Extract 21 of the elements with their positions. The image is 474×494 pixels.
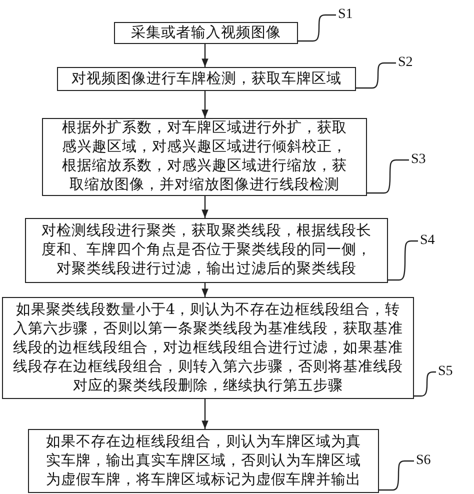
leader-line xyxy=(298,14,336,42)
process-box: 采集或者输入视频图像 xyxy=(114,22,298,44)
leader-line xyxy=(379,460,414,491)
step-label: S1 xyxy=(338,7,353,23)
arrow xyxy=(202,196,208,218)
leader-line xyxy=(367,159,409,194)
process-box: 如果聚类线段数量小于4，则认为不存在边框线段组合，转入第六步骤，否则以第一条聚类线段为基准线段，获取基准线段的边框线段组合，对边框线段组合进行过滤，如果基准线段存在边框线段组合，则转入第六步骤，否则将基准线段对应的聚类线段删除，继续执行第五步骤 xyxy=(2,297,414,399)
arrow xyxy=(202,44,208,67)
step-label: S5 xyxy=(438,364,453,380)
arrow xyxy=(202,283,208,297)
process-box: 对检测线段进行聚类，获取聚类线段，根据线段长度和、车牌四个角点是否位于聚类线段的同一侧，对聚类线段进行过滤，输出过滤后的聚类线段 xyxy=(25,218,388,283)
step-label: S6 xyxy=(416,453,431,469)
process-box: 如果不存在边框线段组合，则认为车牌区域为真实车牌，输出真实车牌区域，否则认为车牌区域为虚假车牌，将车牌区域标记为虚假车牌并输出 xyxy=(28,429,379,493)
arrow xyxy=(202,399,208,429)
arrow xyxy=(202,91,208,118)
leader-line xyxy=(356,62,396,89)
step-label: S3 xyxy=(411,152,426,168)
step-label: S4 xyxy=(420,233,435,249)
step-label: S2 xyxy=(398,55,413,71)
process-box: 对视频图像进行车牌检测，获取车牌区域 xyxy=(57,67,356,91)
process-box: 根据外扩系数，对车牌区域进行外扩，获取感兴趣区域，对感兴趣区域进行倾斜校正，根据缩放系数，对感兴趣区域进行缩放，获取缩放图像，并对缩放图像进行线段检测 xyxy=(42,118,367,196)
